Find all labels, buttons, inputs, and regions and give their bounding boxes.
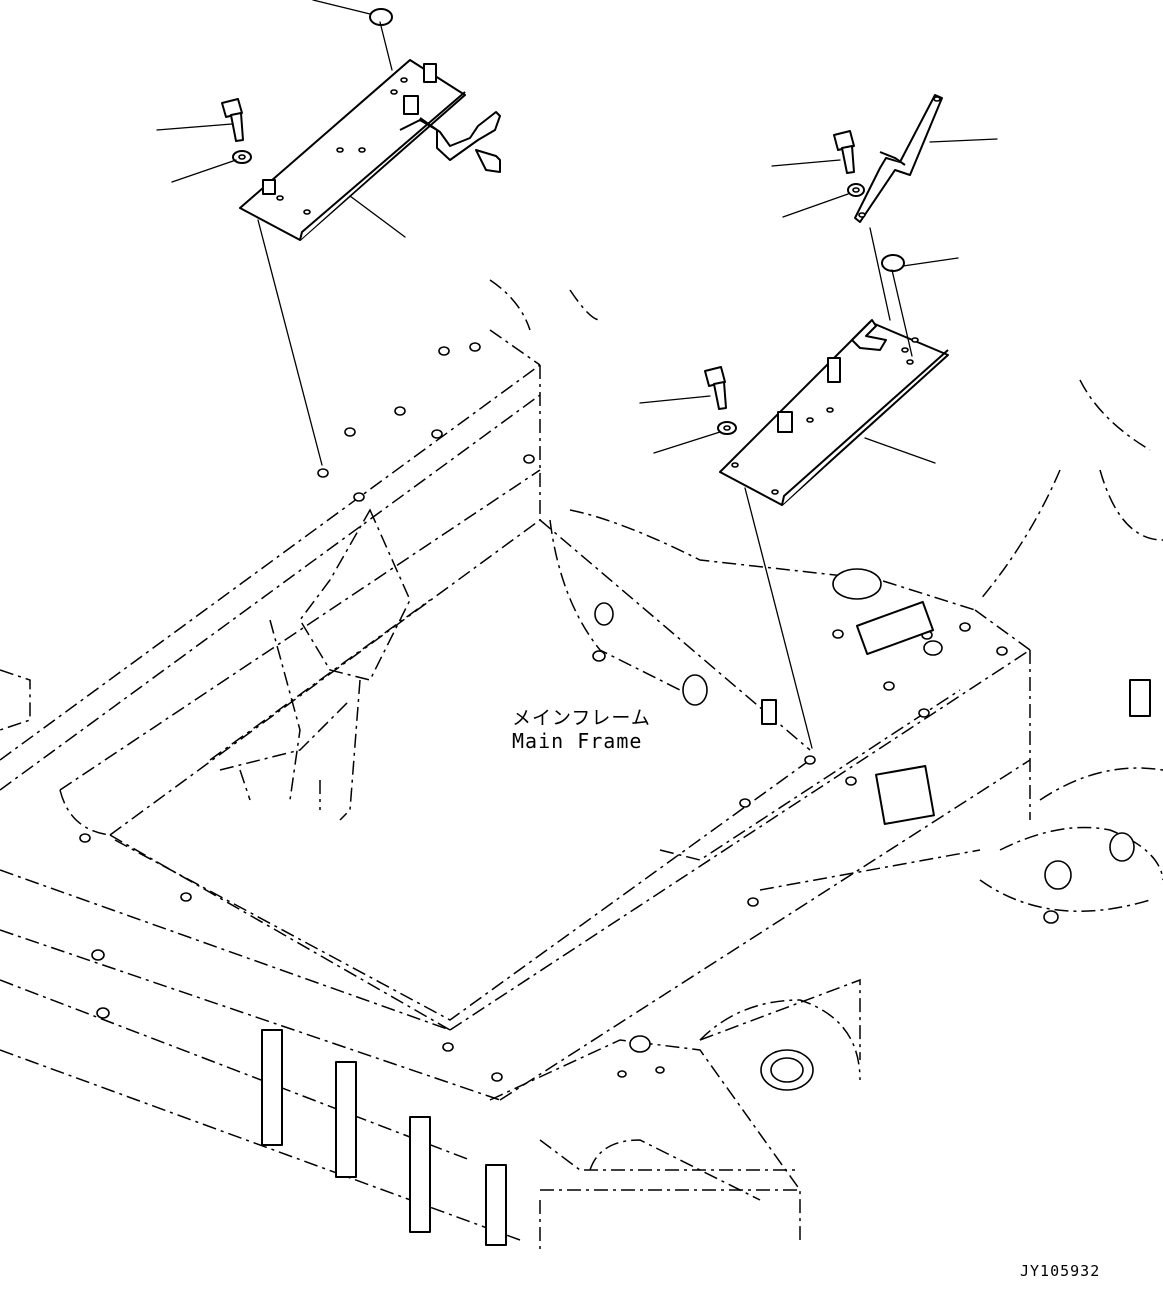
bracket-left <box>239 59 501 241</box>
leader-lines <box>156 0 998 464</box>
drawing-id: JY105932 <box>1020 1262 1101 1280</box>
fasteners <box>221 8 905 435</box>
assembly-lines <box>257 21 913 749</box>
hold-down-bar <box>854 94 943 223</box>
frame-label-en: Main Frame <box>512 729 643 753</box>
frame-plates <box>261 600 1151 1246</box>
main-frame <box>0 279 1163 1250</box>
frame-holes <box>79 342 1135 1091</box>
frame-label-jp: メインフレーム <box>512 707 651 729</box>
bracket-right <box>719 319 949 506</box>
